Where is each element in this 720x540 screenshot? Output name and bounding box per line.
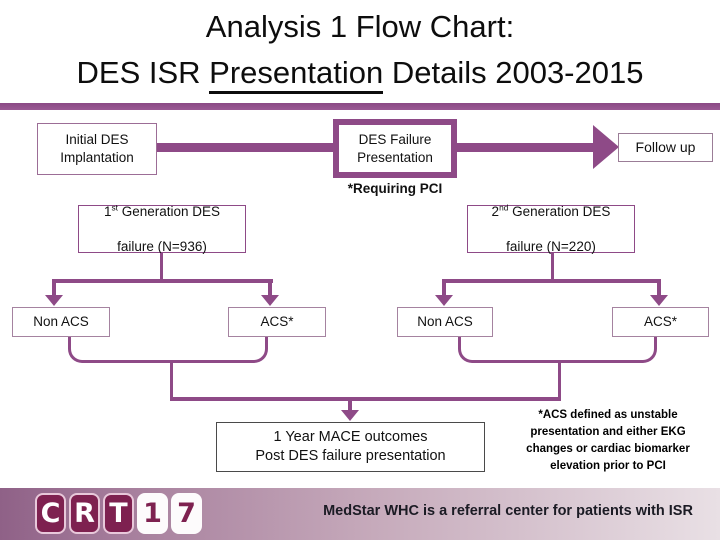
gen1-merge-drop <box>170 360 173 400</box>
gen2-branch-bar <box>442 279 661 283</box>
title-line2-post: Details 2003-2015 <box>383 55 644 90</box>
gen1-sup: st <box>111 202 118 213</box>
box-gen1-non-acs: Non ACS <box>12 307 110 337</box>
gen2-nonacs-merge-elbow <box>458 337 561 363</box>
logo-tile-c: C <box>35 493 66 534</box>
gen2-rest: Generation DES <box>508 203 611 219</box>
slide-title: Analysis 1 Flow Chart: DES ISR Presentat… <box>0 4 720 96</box>
box-gen2-non-acs: Non ACS <box>397 307 493 337</box>
connector-failure-to-followup <box>457 143 595 152</box>
gen2-left-drop <box>442 279 446 296</box>
box-gen2-des-failure: 2nd Generation DES failure (N=220) <box>467 203 635 254</box>
gen2-acs-merge-elbow <box>560 337 657 363</box>
box-follow-up: Follow up <box>618 133 713 162</box>
arrowhead-gen2-nonacs-icon <box>435 295 453 306</box>
gen1-rest: Generation DES <box>117 203 221 219</box>
box-des-failure-presentation: DES Failure Presentation <box>333 119 457 178</box>
requiring-pci-label: *Requiring PCI <box>347 181 443 196</box>
title-divider <box>0 103 720 110</box>
gen2-right-drop <box>657 279 661 296</box>
gen1-right-drop <box>268 279 272 296</box>
title-underlined-word: Presentation <box>209 55 384 94</box>
gen2-branch-stub <box>551 253 554 281</box>
box-gen1-acs: ACS* <box>228 307 326 337</box>
logo-tile-r: R <box>69 493 100 534</box>
gen2-sup: nd <box>499 202 509 213</box>
gen2-merge-drop <box>558 360 561 400</box>
gen1-nonacs-merge-elbow <box>68 337 172 363</box>
box-initial-des-implantation: Initial DES Implantation <box>37 123 157 175</box>
acs-definition-note: *ACS defined as unstable presentation an… <box>526 409 690 472</box>
gen1-left-drop <box>52 279 56 296</box>
arrowhead-to-mace-icon <box>341 410 359 421</box>
box-mace-outcomes: 1 Year MACE outcomes Post DES failure pr… <box>216 422 485 472</box>
gen1-line1: 1st Generation DES <box>104 203 220 221</box>
crt17-logo: C R T 1 7 <box>35 493 202 534</box>
arrowhead-gen1-acs-icon <box>261 295 279 306</box>
gen2-num: 2 <box>491 203 500 219</box>
gen1-num: 1 <box>103 203 112 219</box>
arrowhead-gen1-nonacs-icon <box>45 295 63 306</box>
arrowhead-to-followup-icon <box>593 125 619 169</box>
mace-arrow-stub <box>348 399 352 411</box>
footer-text: MedStar WHC is a referral center for pat… <box>323 503 693 519</box>
gen1-branch-bar <box>52 279 273 283</box>
gen2-line2: failure (N=220) <box>506 238 596 254</box>
title-line1: Analysis 1 Flow Chart: <box>205 9 515 44</box>
box-gen1-des-failure: 1st Generation DES failure (N=936) <box>78 203 246 254</box>
gen1-line2: failure (N=936) <box>117 238 207 254</box>
logo-tile-1: 1 <box>137 493 168 534</box>
title-line2: DES ISR Presentation Details 2003-2015 <box>0 50 720 96</box>
gen2-line1: 2nd Generation DES <box>492 203 611 221</box>
arrowhead-gen2-acs-icon <box>650 295 668 306</box>
title-line2-pre: DES ISR <box>76 55 210 90</box>
gen1-acs-merge-elbow <box>171 337 268 363</box>
collector-bar <box>170 397 561 401</box>
box-gen2-acs: ACS* <box>612 307 709 337</box>
connector-initial-to-failure <box>157 143 333 152</box>
logo-tile-7: 7 <box>171 493 202 534</box>
logo-tile-t: T <box>103 493 134 534</box>
gen1-branch-stub <box>160 253 163 281</box>
